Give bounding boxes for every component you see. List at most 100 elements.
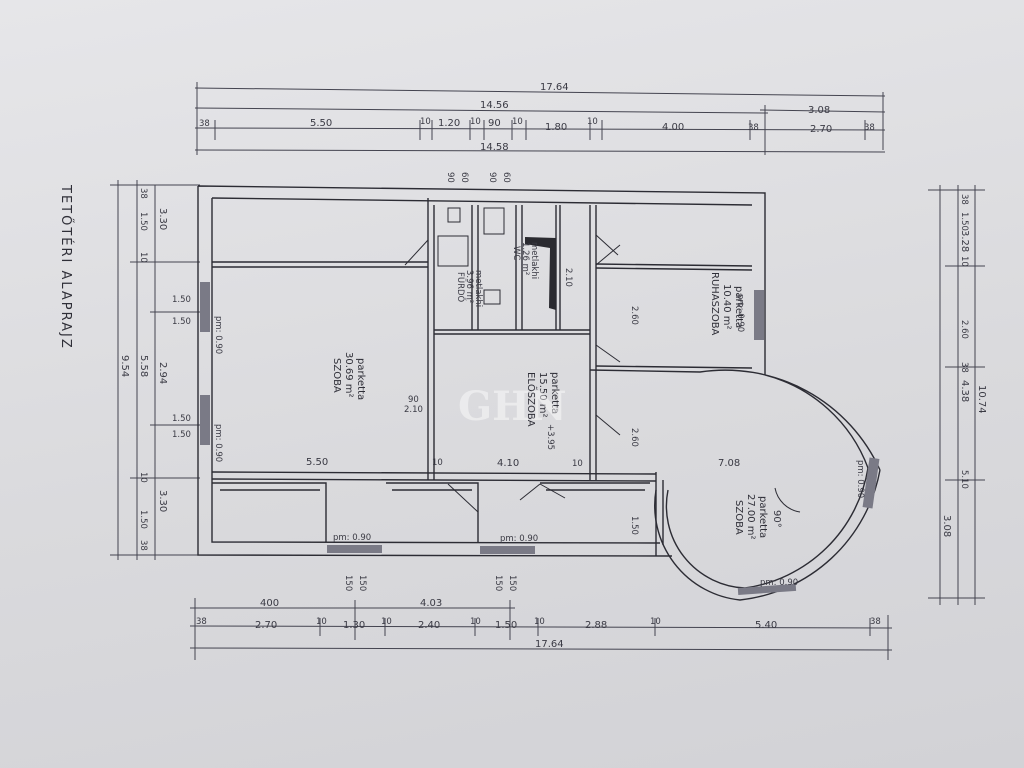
room-name: SZOBA [331,358,342,393]
left-mid-c: 3.30 [157,490,168,512]
left-segment-labels: 38 1.50 10 1.50 1.50 1.50 1.50 10 1.50 3… [138,188,191,551]
bottom-overall-dim: 17.64 [535,639,564,650]
window-mark: 150 [357,575,367,591]
corridor-dim: 10 [432,458,443,468]
window-mark: 150 [493,575,503,591]
window-mark: 150 [343,575,353,591]
height-label: 2.60 [629,428,639,447]
opening-label: pm: 0.90 [855,460,865,498]
bottom-seg: 10 [650,617,661,627]
bottom-seg: 1.50 [495,620,517,631]
top-door-mark: 60 [459,172,469,183]
right-seg: 38 [959,194,969,205]
room-ruhaszoba: RUHASZOBA 10.40 m² parketta [709,272,744,336]
left-seg: 1.50 [172,414,191,424]
bottom-dimension-lines [189,598,893,660]
right-mid-c: 3.08 [941,515,952,537]
room-area: 30.69 m² [343,352,354,398]
bottom-segment-labels: 38 2.70 10 1.30 10 2.40 10 1.50 10 2.88 … [196,617,881,631]
top-door-marks: 90 60 90 60 [445,172,511,183]
left-mid-d: 5.58 [138,355,149,377]
bottom-group-b: 4.03 [420,598,442,609]
right-mid-b: 4.38 [959,380,970,402]
room-area: 3.96 m² [464,270,474,303]
opening-label: pm: 0.90 [500,534,538,544]
left-seg: 38 [138,188,148,199]
room-furdo: FÜRDŐ 3.96 m² metlakhi [455,270,483,307]
right-dimension-lines [928,185,985,605]
bottom-group-a: 400 [260,598,279,609]
corridor-labels: 5.50 10 4.10 10 7.08 [306,457,740,469]
right-total-dim: 10.74 [976,385,987,414]
opening-label: pm: 0.90 [213,316,223,354]
room-area: 10.40 m² [721,284,732,330]
level-label: +3.95 [545,424,555,450]
opening-label: pm: 0.90 [213,424,223,462]
bath-fixtures [437,207,505,305]
top-partial-dim: 14.56 [480,100,509,111]
top-seg: 90 [488,118,501,129]
room-szoba-left: SZOBA 30.69 m² parketta [331,352,366,400]
height-labels: 2.10 2.60 2.60 1.50 [563,268,639,535]
left-seg: 1.50 [172,295,191,305]
right-seg: 10 [959,256,969,267]
top-seg: 10 [420,117,431,127]
door-dim-labels: 90 2.10 [404,395,423,415]
top-seg: 1.20 [438,118,460,129]
bottom-seg: 10 [316,617,327,627]
bottom-seg: 10 [470,617,481,627]
corridor-dim: 5.50 [306,457,328,468]
room-floor: metlakhi [529,242,539,279]
room-area: 27.00 m² [745,494,756,540]
bottom-seg: 38 [196,617,207,627]
room-eloszoba: ELŐSZOBA 15.50 m² parketta [525,372,560,427]
left-total-dim: 9.54 [119,355,130,377]
top-seg: 4.00 [662,122,684,133]
top-seg: 38 [864,123,875,133]
room-szoba-right: SZOBA 27.00 m² parketta [733,494,768,540]
room-floor: parketta [757,496,768,538]
top-seg: 10 [512,117,523,127]
left-seg: 1.50 [138,212,148,231]
height-label: 1.50 [629,516,639,535]
top-seg: 10 [587,117,598,127]
height-label: 2.60 [629,306,639,325]
left-mid-b: 2.94 [157,362,168,384]
bottom-seg: 2.70 [255,620,277,631]
opening-label: pm: 0.90 [735,294,745,332]
room-floor: metlakhi [473,270,483,307]
bottom-seg: 38 [870,617,881,627]
top-seg: 38 [199,119,210,129]
building-walls [197,185,881,601]
opening-labels: pm: 0.90 pm: 0.90 pm: 0.90 pm: 0.90 pm: … [213,294,865,588]
right-segment-labels: 38 1.50 10 2.60 38 5.10 [959,194,969,489]
bottom-window-marks: 150 150 150 150 [343,575,517,591]
room-area: 1.26 m² [520,242,530,275]
angle-arc [774,487,801,513]
room-name: ELŐSZOBA [525,372,539,427]
top-partial-right-dim: 3.08 [808,105,830,116]
top-dimension-lines [194,82,886,155]
window-marks [200,282,880,595]
bottom-seg: 2.88 [585,620,607,631]
top-door-mark: 90 [487,172,497,183]
room-name: FÜRDŐ [455,272,466,303]
right-seg: 2.60 [959,320,969,339]
door-swings [404,234,621,513]
opening-label: pm: 0.90 [760,578,798,588]
room-wc: WC 1.26 m² metlakhi [511,242,539,279]
top-seg: 5.50 [310,118,332,129]
room-name: RUHASZOBA [709,272,720,336]
bottom-seg: 10 [381,617,392,627]
top-overall-dim: 17.64 [540,82,569,93]
top-below-dim: 14.58 [480,142,509,153]
top-door-mark: 60 [501,172,511,183]
bottom-seg: 1.30 [343,620,365,631]
top-seg: 1.80 [545,122,567,133]
door-dim: 90 [408,395,419,405]
height-label: 2.10 [563,268,573,287]
window-mark: 150 [507,575,517,591]
left-seg: 1.50 [172,430,191,440]
